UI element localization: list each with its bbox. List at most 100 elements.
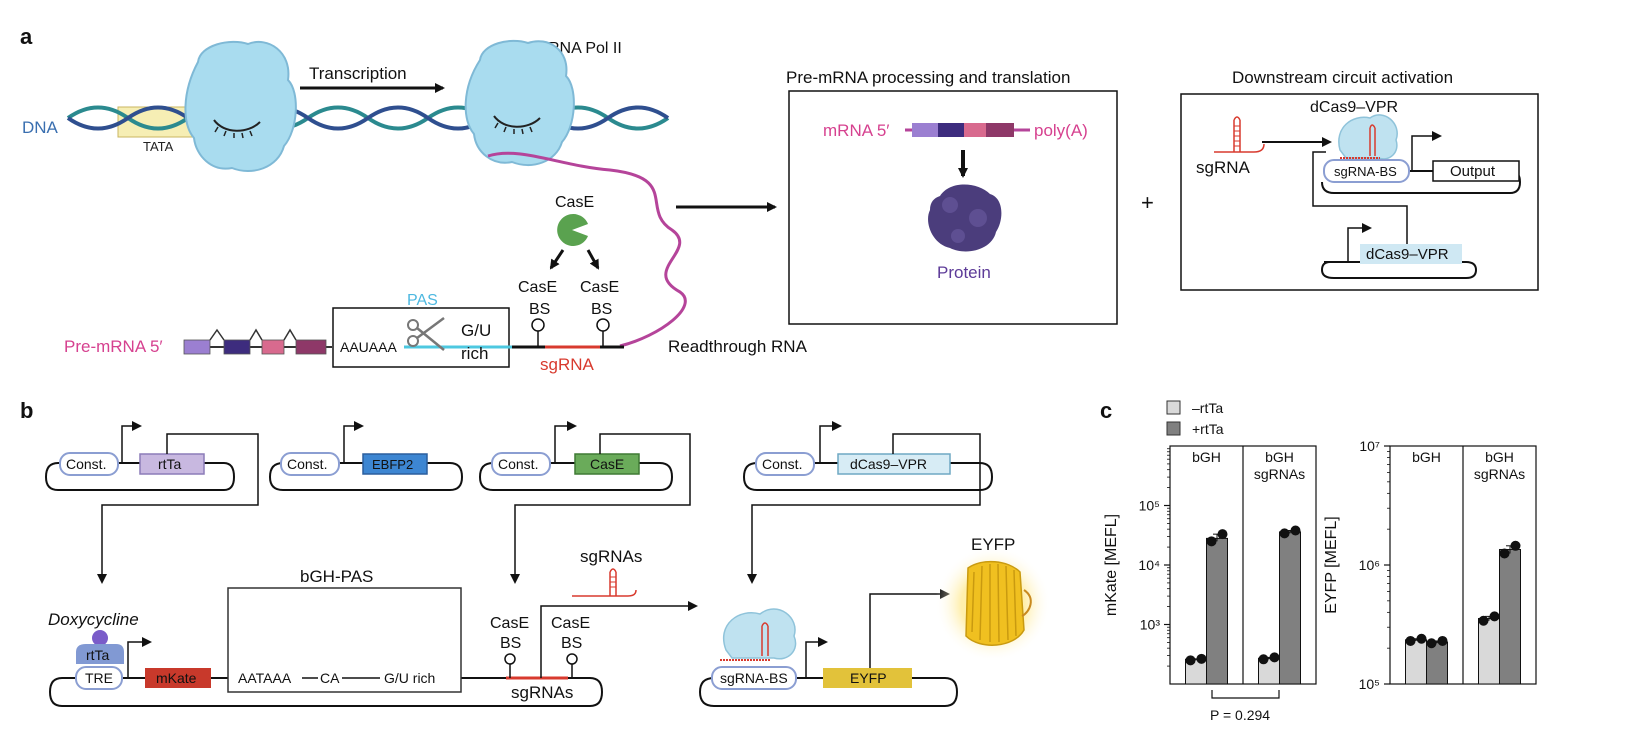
tre-label: TRE: [85, 670, 113, 686]
sgrna-hairpin-icon: [572, 568, 637, 597]
group-label: sgRNAs: [1254, 466, 1305, 482]
bar: [1426, 641, 1448, 685]
eyfp-box-label: EYFP: [850, 670, 887, 686]
rna-pol-icon: [464, 39, 575, 167]
dna-label: DNA: [22, 118, 59, 137]
sgrnas-top-label: sgRNAs: [580, 547, 642, 566]
y-tick-label: 10³: [1140, 617, 1161, 633]
legend-plus-label: +rtTa: [1192, 421, 1224, 437]
data-point: [1437, 635, 1448, 646]
dcas9-top-label: dCas9–VPR: [1310, 99, 1398, 116]
gu-rich-b-label: G/U rich: [384, 670, 435, 686]
downstream-title: Downstream circuit activation: [1232, 68, 1453, 87]
panel-b-letter: b: [20, 398, 33, 423]
bar: [1206, 537, 1228, 685]
data-point: [1217, 529, 1228, 540]
rna-pol-icon: [184, 40, 297, 172]
const-label: Const.: [66, 456, 106, 472]
group-label: bGH: [1265, 449, 1294, 465]
case-bs-b-right-line1: CasE: [551, 615, 590, 632]
doxycycline-icon: [92, 630, 108, 646]
bar: [1279, 531, 1301, 685]
case-bs-right-line1: CasE: [580, 279, 619, 296]
case-bs-left-line1: CasE: [518, 279, 557, 296]
protein-label: Protein: [937, 263, 991, 282]
doxycycline-label: Doxycycline: [48, 610, 139, 629]
data-point: [1185, 655, 1196, 666]
y-tick-label: 10⁵: [1359, 676, 1380, 692]
ebfp2-label: EBFP2: [372, 457, 413, 472]
rtta-bound-label: rtTa: [86, 647, 110, 663]
case-pacman-icon: [557, 214, 588, 247]
sgrna-small-label: sgRNA: [1196, 158, 1251, 177]
data-point: [1290, 525, 1301, 536]
output-label: Output: [1450, 163, 1496, 180]
data-point: [1279, 528, 1290, 539]
y-tick-label: 10⁷: [1359, 438, 1380, 454]
case-gene-label: CasE: [590, 456, 624, 472]
const-label: Const.: [287, 456, 327, 472]
pas-label: PAS: [407, 292, 438, 309]
bgh-pas-label: bGH-PAS: [300, 567, 373, 586]
p-value-label: P = 0.294: [1210, 707, 1270, 723]
mrna-exon-3: [964, 123, 986, 137]
case-bs-left-line2: BS: [529, 301, 550, 318]
tre-promoter: [75, 666, 123, 690]
chart-legend: –rtTa +rtTa: [1166, 400, 1224, 437]
group-label: bGH: [1192, 449, 1221, 465]
data-point: [1478, 615, 1489, 626]
sgrna-hairpin-icon: [1214, 116, 1265, 153]
rtta-protein: [76, 644, 124, 664]
bar: [1499, 548, 1521, 685]
mkate-gene: [145, 668, 211, 688]
sgrna-bs-label: sgRNA-BS: [1334, 164, 1397, 179]
data-point: [1258, 654, 1269, 665]
hairpin-icon: [596, 318, 610, 347]
readthrough-rna-strand: [487, 151, 687, 348]
dcas9-bottom-label: dCas9–VPR: [1366, 246, 1449, 263]
mrna-exon-1: [912, 123, 938, 137]
data-point: [1499, 548, 1510, 559]
legend-minus-label: –rtTa: [1192, 400, 1223, 416]
case-label: CasE: [555, 194, 594, 211]
data-point: [1405, 635, 1416, 646]
premrna-label: Pre-mRNA 5′: [64, 337, 163, 356]
bar: [1405, 639, 1427, 685]
eyfp-barrel-icon: [935, 546, 1051, 662]
ca-label: CA: [320, 670, 340, 686]
polya-label: poly(A): [1034, 121, 1088, 140]
panel-b: b Const. rtTa Const. EBFP2 Const. CasE C…: [20, 398, 1051, 707]
sgrna-bs-b-element: [711, 666, 797, 690]
data-point: [1269, 652, 1280, 663]
bgh-pas-box: [227, 587, 462, 693]
hairpin-icon: [566, 653, 578, 678]
legend-swatch-minus: [1166, 400, 1181, 415]
data-point: [1206, 536, 1217, 547]
rna-pol-label: RNA Pol II: [548, 40, 622, 57]
const-promoter: [491, 452, 551, 476]
ebfp2-gene: [362, 453, 428, 475]
const-promoter: [59, 452, 119, 476]
dcas9-complex-icon: [720, 608, 797, 661]
pas-box: [332, 307, 510, 368]
bar: [1478, 618, 1500, 685]
dcas9-bottom-element: [1360, 244, 1462, 264]
legend-swatch-plus: [1166, 421, 1181, 436]
mrna-exon-2: [938, 123, 964, 137]
group-label: bGH: [1485, 449, 1514, 465]
const-promoter: [755, 452, 815, 476]
sgrnas-bottom-label: sgRNAs: [511, 683, 573, 702]
mrna-label: mRNA 5′: [823, 121, 889, 140]
y-tick-label: 10⁵: [1139, 498, 1160, 514]
gu-rich-line1: G/U: [461, 321, 491, 340]
aataaa-label: AATAAA: [238, 670, 292, 686]
mrna-exon-4: [986, 123, 1014, 137]
data-point: [1489, 611, 1500, 622]
rtta-label: rtTa: [158, 456, 182, 472]
case-bs-b-left-line2: BS: [500, 635, 521, 652]
group-label: sgRNAs: [1474, 466, 1525, 482]
exon-4: [295, 339, 327, 355]
exon-3: [261, 339, 285, 355]
